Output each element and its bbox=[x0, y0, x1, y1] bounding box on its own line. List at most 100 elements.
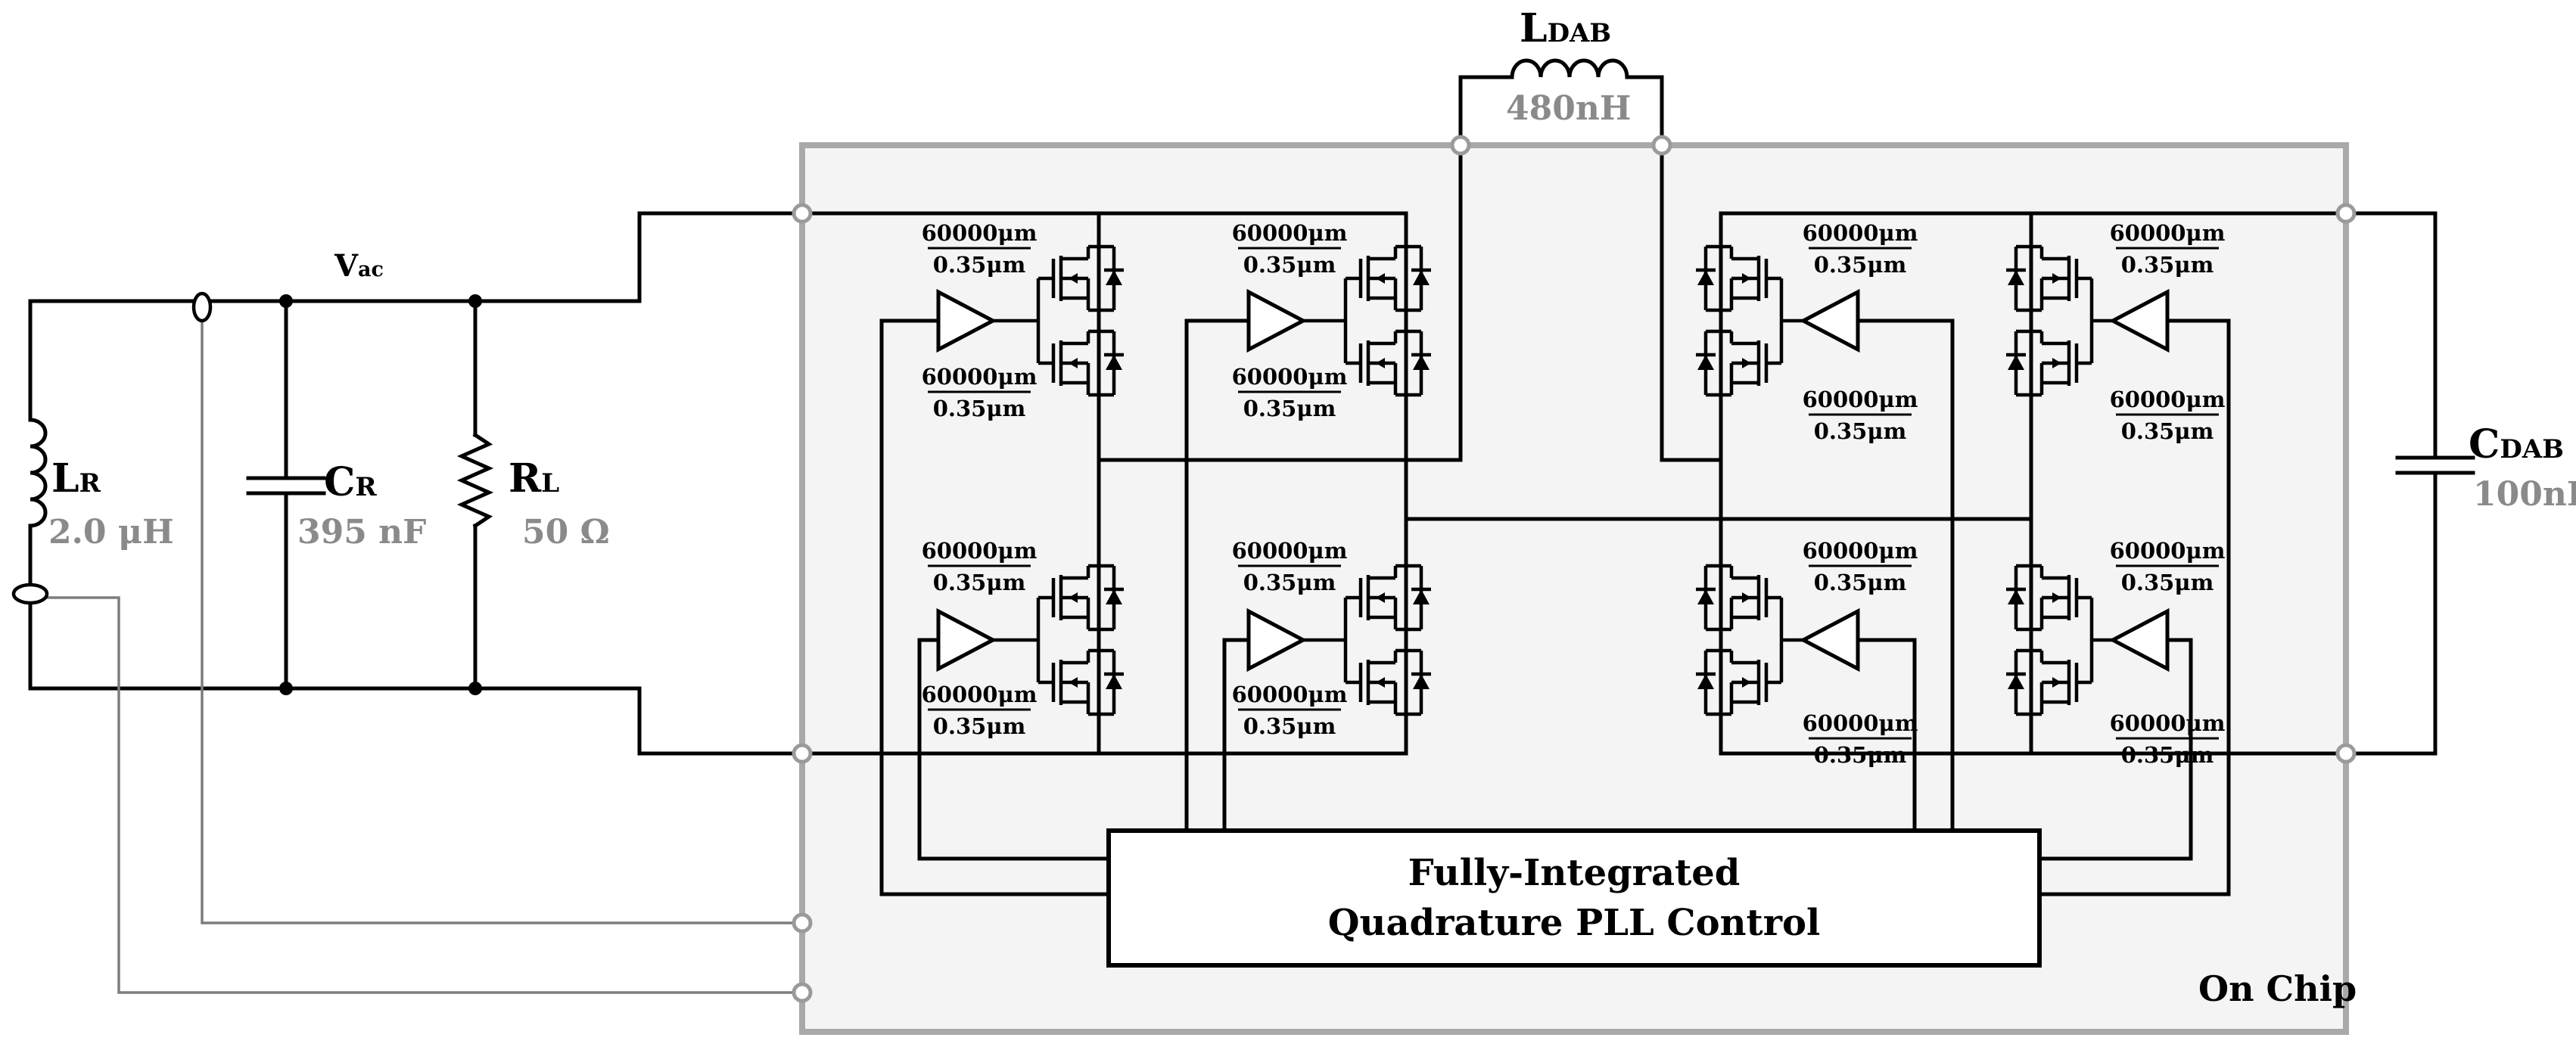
transistor-width: 60000μm bbox=[922, 364, 1038, 390]
cdab-name: C bbox=[2469, 421, 2500, 468]
current-sense-wire bbox=[30, 596, 805, 994]
gate-wire-5 bbox=[1856, 638, 1917, 833]
transistor-length: 0.35μm bbox=[1814, 570, 1907, 595]
transistor-length: 0.35μm bbox=[1814, 252, 1907, 278]
gate-driver bbox=[2108, 607, 2170, 673]
resonant-tank: LR 2.0 μH CR 395 nF RL 50 Ω Vac bbox=[11, 211, 805, 994]
switch-cell bbox=[936, 566, 1124, 714]
pad bbox=[1651, 135, 1672, 156]
cr-label: CR bbox=[324, 459, 377, 505]
transistor-length: 0.35μm bbox=[2121, 418, 2214, 444]
switch-cell bbox=[2006, 247, 2170, 395]
transistor-length: 0.35μm bbox=[1243, 252, 1336, 278]
chip-pads bbox=[792, 135, 2357, 1003]
tank-resistor bbox=[456, 299, 494, 691]
pll-controller-line1: Fully-Integrated bbox=[1408, 852, 1741, 894]
lr-subscript: R bbox=[79, 468, 101, 499]
cr-value: 395 nF bbox=[297, 513, 426, 551]
transistor-length: 0.35μm bbox=[1814, 742, 1907, 768]
pad bbox=[792, 743, 813, 764]
junction-dot bbox=[279, 682, 293, 695]
transistor-size-label: 60000μm 0.35μm bbox=[2110, 710, 2226, 768]
transistor-width: 60000μm bbox=[1803, 220, 1918, 246]
rl-value: 50 Ω bbox=[522, 513, 610, 551]
rl-label: RL bbox=[509, 455, 559, 502]
transistor-size-label: 60000μm 0.35μm bbox=[1803, 220, 1918, 278]
transistor-width: 60000μm bbox=[922, 682, 1038, 707]
gate-wire-4 bbox=[1222, 638, 1251, 833]
transistor-size-label: 60000μm 0.35μm bbox=[1803, 387, 1918, 444]
pad bbox=[792, 912, 813, 934]
cdab-subscript: DAB bbox=[2500, 434, 2564, 464]
transistor-length: 0.35μm bbox=[1243, 396, 1336, 421]
junction-dot bbox=[468, 682, 482, 695]
transistor-width: 60000μm bbox=[922, 538, 1038, 564]
transistor-length: 0.35μm bbox=[1814, 418, 1907, 444]
pad bbox=[792, 203, 813, 224]
transistor-width: 60000μm bbox=[1803, 538, 1918, 564]
transistor-width: 60000μm bbox=[2110, 710, 2226, 736]
transistor-width: 60000μm bbox=[1232, 682, 1348, 707]
switch-cell bbox=[1696, 566, 1860, 714]
on-chip-label: On Chip bbox=[2198, 968, 2357, 1009]
transistor-length: 0.35μm bbox=[1243, 713, 1336, 739]
tank-capacitor bbox=[246, 299, 326, 691]
junction-dot bbox=[468, 294, 482, 308]
transistor-length: 0.35μm bbox=[933, 396, 1026, 421]
rl-subscript: L bbox=[541, 468, 559, 499]
gate-driver bbox=[1799, 288, 1860, 353]
switch-cell bbox=[1246, 247, 1431, 395]
gate-driver bbox=[1246, 288, 1308, 353]
pad bbox=[2335, 203, 2357, 224]
gate-wire-1 bbox=[879, 318, 1111, 896]
voltage-sense-tap bbox=[191, 291, 213, 323]
transistor-length: 0.35μm bbox=[2121, 742, 2214, 768]
transistor-size-label: 60000μm 0.35μm bbox=[1232, 220, 1348, 278]
transistor-size-label: 60000μm 0.35μm bbox=[1232, 682, 1348, 739]
switch-cell bbox=[1246, 566, 1431, 714]
pll-controller-block bbox=[1106, 828, 2042, 968]
ldab-label: LDAB bbox=[1520, 5, 1611, 51]
cdab-label: CDAB bbox=[2469, 421, 2564, 468]
lr-label: LR bbox=[51, 455, 101, 502]
vac-subscript: ac bbox=[358, 258, 384, 281]
transistor-width: 60000μm bbox=[1803, 387, 1918, 412]
transistor-width: 60000μm bbox=[1232, 538, 1348, 564]
transistor-length: 0.35μm bbox=[933, 570, 1026, 595]
pad bbox=[1450, 135, 1471, 156]
power-switches: 60000μm 0.35μm 60000μm 0.35μm 60000μm 0.35μm 6… bbox=[922, 220, 2226, 768]
midpoint-c-to-ldab bbox=[1660, 140, 1723, 462]
midpoint-a-to-ldab bbox=[1097, 140, 1463, 462]
transistor-width: 60000μm bbox=[1232, 220, 1348, 246]
gate-driver bbox=[936, 288, 997, 353]
ldab-subscript: DAB bbox=[1548, 18, 1612, 48]
tank-bottom-link bbox=[637, 686, 804, 756]
transistor-length: 0.35μm bbox=[933, 252, 1026, 278]
transistor-length: 0.35μm bbox=[1243, 570, 1336, 595]
pll-controller-line2: Quadrature PLL Control bbox=[1328, 902, 1821, 944]
dab-capacitor bbox=[2347, 211, 2475, 756]
gate-wire-7 bbox=[2037, 638, 2193, 861]
transistor-size-label: 60000μm 0.35μm bbox=[922, 364, 1038, 421]
cr-subscript: R bbox=[355, 472, 377, 502]
transistor-width: 60000μm bbox=[2110, 538, 2226, 564]
switch-cell bbox=[2006, 566, 2170, 714]
tank-inductor bbox=[28, 299, 48, 691]
tank-top-link bbox=[637, 211, 804, 303]
transistor-size-label: 60000μm 0.35μm bbox=[1803, 538, 1918, 595]
transistor-width: 60000μm bbox=[2110, 220, 2226, 246]
cr-name: C bbox=[324, 459, 355, 505]
gate-wire-8 bbox=[2037, 318, 2231, 896]
transistor-length: 0.35μm bbox=[933, 713, 1026, 739]
ldab-name: L bbox=[1520, 5, 1548, 51]
gate-driver bbox=[1799, 607, 1860, 673]
on-chip-wiring: Fully-Integrated Quadrature PLL Control bbox=[800, 140, 2348, 968]
switch-cell bbox=[1696, 247, 1860, 395]
